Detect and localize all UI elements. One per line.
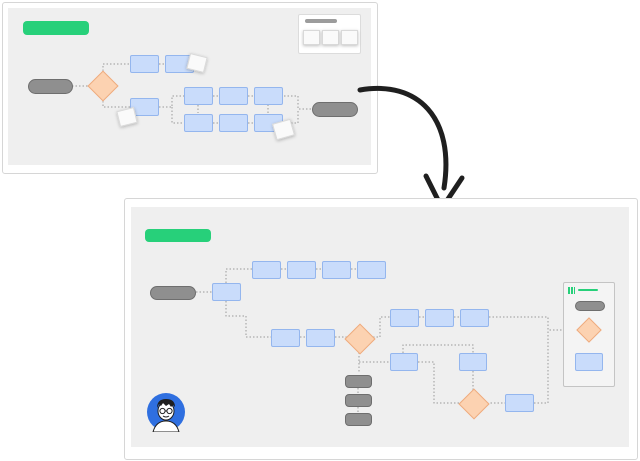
- top-header-bar: [23, 21, 89, 35]
- side-panel-terminal: [575, 301, 605, 311]
- bottom-start-terminal: [150, 286, 196, 300]
- top-process-box: [254, 87, 283, 105]
- bottom-process-box: [390, 353, 418, 371]
- bottom-terminal: [345, 375, 372, 388]
- top-process-box: [219, 114, 248, 132]
- top-start-terminal: [28, 79, 73, 94]
- minimap-card: [303, 30, 320, 45]
- bottom-process-box: [306, 329, 335, 347]
- bottom-process-box: [212, 283, 241, 301]
- bottom-diagram-canvas: [131, 207, 629, 447]
- avatar: [146, 392, 186, 433]
- top-process-box: [184, 87, 213, 105]
- bottom-process-box: [425, 309, 454, 327]
- bottom-terminal: [345, 413, 372, 426]
- cartoon-person-with-glasses-icon: [147, 393, 185, 433]
- bottom-process-box: [271, 329, 300, 347]
- side-panel-decision: [576, 317, 602, 343]
- bottom-terminal: [345, 394, 372, 407]
- minimap-card: [322, 30, 339, 45]
- top-process-box: [130, 98, 159, 116]
- top-end-terminal: [312, 102, 358, 117]
- top-process-box: [130, 55, 159, 73]
- bottom-header-bar: [145, 229, 211, 242]
- bottom-process-box: [252, 261, 281, 279]
- bottom-process-box: [505, 394, 534, 412]
- bottom-process-box: [390, 309, 419, 327]
- top-process-box: [219, 87, 248, 105]
- bottom-process-box: [287, 261, 316, 279]
- side-panel-process-box: [575, 353, 603, 371]
- minimap-title-bar: [305, 19, 337, 23]
- minimap-card: [341, 30, 358, 45]
- side-panel-grid-icon: [568, 287, 575, 294]
- bottom-process-box: [460, 309, 489, 327]
- bottom-process-box: [322, 261, 351, 279]
- bottom-process-box: [459, 353, 487, 371]
- top-process-box: [184, 114, 213, 132]
- bottom-process-box: [357, 261, 386, 279]
- top-minimap: [298, 14, 361, 54]
- side-panel-title-bar: [578, 289, 598, 291]
- side-panel: [563, 282, 615, 387]
